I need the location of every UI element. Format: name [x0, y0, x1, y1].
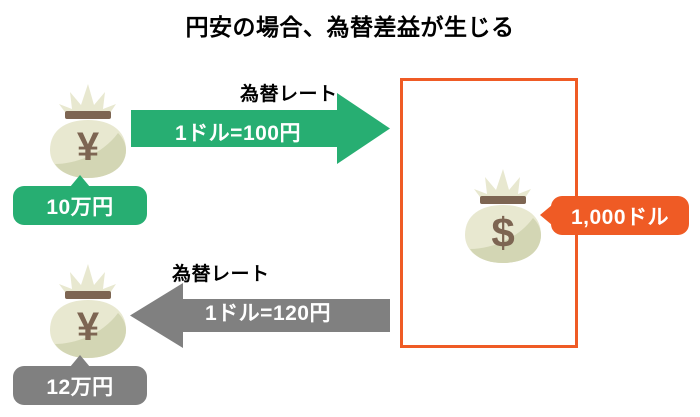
amount-dollars-callout: 1,000ドル [551, 196, 689, 235]
svg-text:¥: ¥ [77, 305, 100, 349]
callout-tail-left-icon [540, 205, 552, 225]
money-bag-dollar-icon: $ [465, 169, 541, 263]
exchange-rate-outbound-label: 1ドル=100円 [175, 122, 301, 145]
money-bag-dollar: $ [455, 163, 551, 272]
exchange-rate-inbound-label: 1ドル=120円 [205, 302, 331, 325]
exchange-rate-inbound-caption: 為替レート [172, 264, 270, 285]
svg-text:$: $ [491, 209, 514, 256]
amount-yen-after-callout: 12万円 [13, 366, 147, 405]
money-bag-yen-icon: ¥ [50, 264, 126, 358]
amount-yen-before-callout: 10万円 [13, 186, 147, 225]
amount-yen-after-tail [70, 355, 90, 367]
amount-dollars-tail [540, 205, 552, 225]
exchange-arrow-outbound [131, 93, 390, 169]
arrow-left-gray-icon [130, 283, 390, 348]
amount-yen-before-label: 10万円 [46, 195, 114, 219]
amount-yen-after-label: 12万円 [46, 375, 114, 399]
amount-yen-before-tail [70, 175, 90, 187]
money-bag-yen-before: ¥ [40, 78, 136, 187]
money-bag-yen-after: ¥ [40, 258, 136, 367]
money-bag-yen-icon: ¥ [50, 84, 126, 178]
exchange-arrow-inbound [130, 283, 390, 353]
amount-dollars-label: 1,000ドル [570, 205, 670, 229]
exchange-rate-outbound-caption: 為替レート [240, 84, 338, 105]
svg-text:¥: ¥ [77, 125, 100, 169]
page-title: 円安の場合、為替差益が生じる [185, 14, 515, 40]
callout-tail-up-icon [70, 175, 90, 187]
arrow-right-green-icon [131, 93, 390, 164]
callout-tail-up-icon [70, 355, 90, 367]
